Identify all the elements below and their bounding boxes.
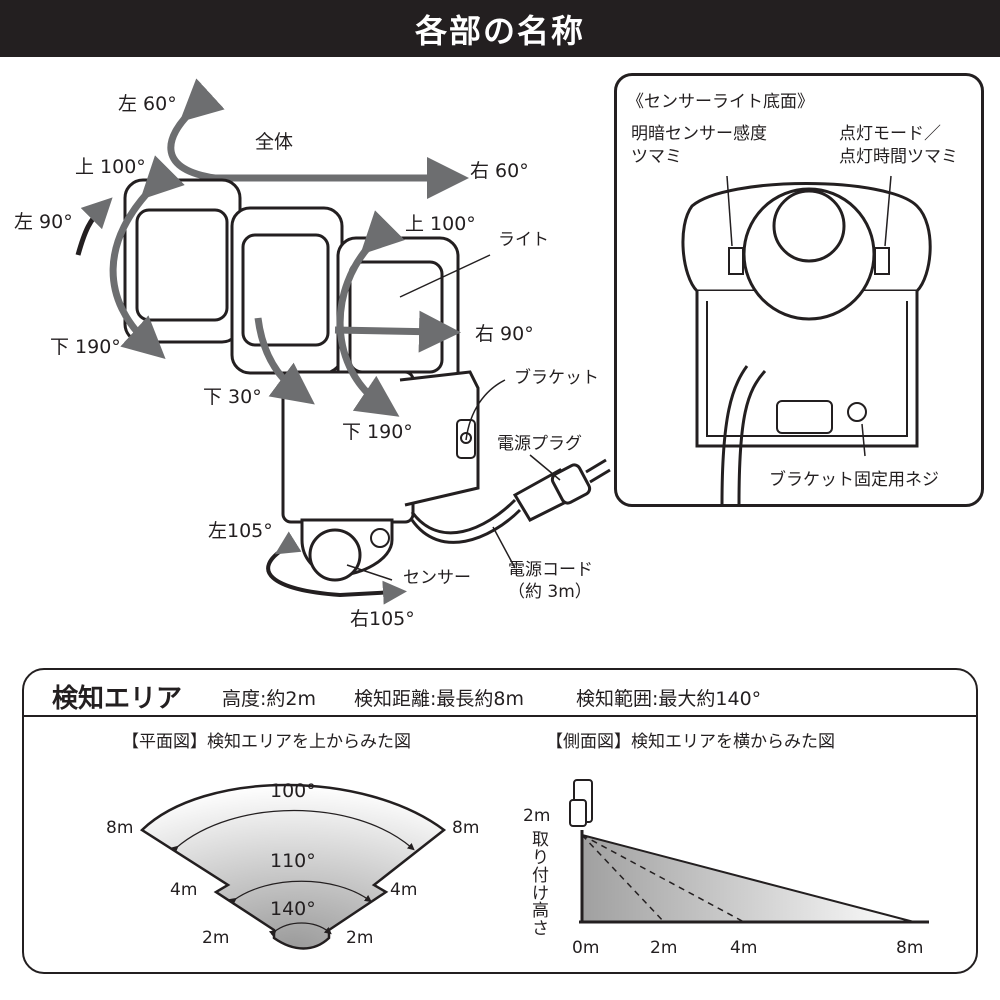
power-plug — [512, 458, 611, 522]
plug-label: 電源プラグ — [497, 434, 582, 454]
side-detection-area — [581, 833, 915, 923]
left-tilt-arrow — [109, 155, 185, 360]
side-view-title: 【側面図】検知エリアを横からみた図 — [546, 732, 835, 752]
power-cord — [410, 508, 522, 544]
bracket-label: ブラケット — [514, 368, 599, 388]
side-mount-height: 2m — [523, 806, 551, 826]
bottom-view-panel: 《センサーライト底面》 明暗センサー感度 ツマミ 点灯モード／ 点灯時間ツマミ … — [614, 73, 984, 507]
sensitivity-knob-label-2: ツマミ — [631, 147, 682, 167]
plan-8m-left: 8m — [106, 818, 134, 838]
right-up-label: 上 100° — [405, 213, 476, 235]
detection-range: 検知範囲:最大約140° — [576, 688, 762, 710]
plan-view-title: 【平面図】検知エリアを上からみた図 — [122, 732, 411, 752]
sensor-label: センサー — [403, 568, 471, 588]
detection-area-panel: 検知エリア 高度:約2m 検知距離:最長約8m 検知範囲:最大約140° 【平面… — [22, 668, 978, 974]
whole-left-label: 左 60° — [118, 93, 177, 115]
screw-icon — [847, 402, 867, 422]
plan-angle-mid: 110° — [270, 850, 316, 872]
mode-knob-label-1: 点灯モード／ — [839, 124, 941, 144]
sensor-rotation-arrow — [266, 531, 407, 605]
whole-label: 全体 — [255, 131, 294, 153]
plan-angle-inner: 140° — [270, 898, 316, 920]
side-tick-2: 2m — [650, 938, 678, 958]
screw-label: ブラケット固定用ネジ — [769, 470, 939, 490]
side-tick-8: 8m — [896, 938, 924, 958]
sensor-unit — [300, 518, 394, 582]
detection-title: 検知エリア — [52, 684, 183, 714]
bottom-view-drawing — [681, 175, 932, 504]
sensitivity-knob — [728, 247, 744, 275]
cord-label: 電源コード — [508, 560, 593, 580]
left-left-label: 左 90° — [14, 211, 73, 233]
plan-detection-area — [139, 783, 447, 950]
side-tick-0: 0m — [572, 938, 600, 958]
sensor-right-label: 右105° — [350, 608, 415, 630]
plan-angle-outer: 100° — [270, 780, 316, 802]
page-title: 各部の名称 — [414, 11, 585, 50]
light-label: ライト — [498, 230, 549, 250]
side-tick-4: 4m — [730, 938, 758, 958]
plan-4m-left: 4m — [170, 880, 198, 900]
cord-length-note: （約 3m） — [508, 582, 592, 602]
whole-rotation-arrow — [167, 78, 469, 199]
page-header: 各部の名称 — [0, 0, 1000, 57]
product-diagram — [75, 78, 611, 605]
left-up-label: 上 100° — [75, 156, 146, 178]
right-right-label: 右 90° — [475, 323, 534, 345]
center-tilt-arrow — [254, 317, 315, 405]
bottom-view-title: 《センサーライト底面》 — [627, 92, 814, 112]
mode-knob — [874, 247, 890, 275]
left-swivel-arrow — [75, 197, 113, 256]
detection-diagrams — [139, 779, 929, 950]
side-mount-label: 取り付け高さ — [532, 830, 549, 940]
detection-height: 高度:約2m — [222, 688, 316, 710]
sensor-left-label: 左105° — [208, 520, 273, 542]
plan-4m-right: 4m — [390, 880, 418, 900]
sensitivity-knob-label-1: 明暗センサー感度 — [631, 124, 767, 144]
whole-right-label: 右 60° — [470, 160, 529, 182]
center-down-label: 下 30° — [203, 386, 262, 408]
mode-knob-label-2: 点灯時間ツマミ — [839, 147, 958, 167]
detection-divider — [24, 715, 976, 717]
plan-8m-right: 8m — [452, 818, 480, 838]
detection-distance: 検知距離:最長約8m — [354, 688, 524, 710]
plan-2m-left: 2m — [202, 928, 230, 948]
light-panel-center — [230, 206, 344, 375]
right-swivel-arrow — [334, 310, 461, 353]
left-down-label: 下 190° — [50, 336, 121, 358]
plan-2m-right: 2m — [346, 928, 374, 948]
main-body — [281, 370, 480, 524]
right-down-label: 下 190° — [342, 421, 413, 443]
